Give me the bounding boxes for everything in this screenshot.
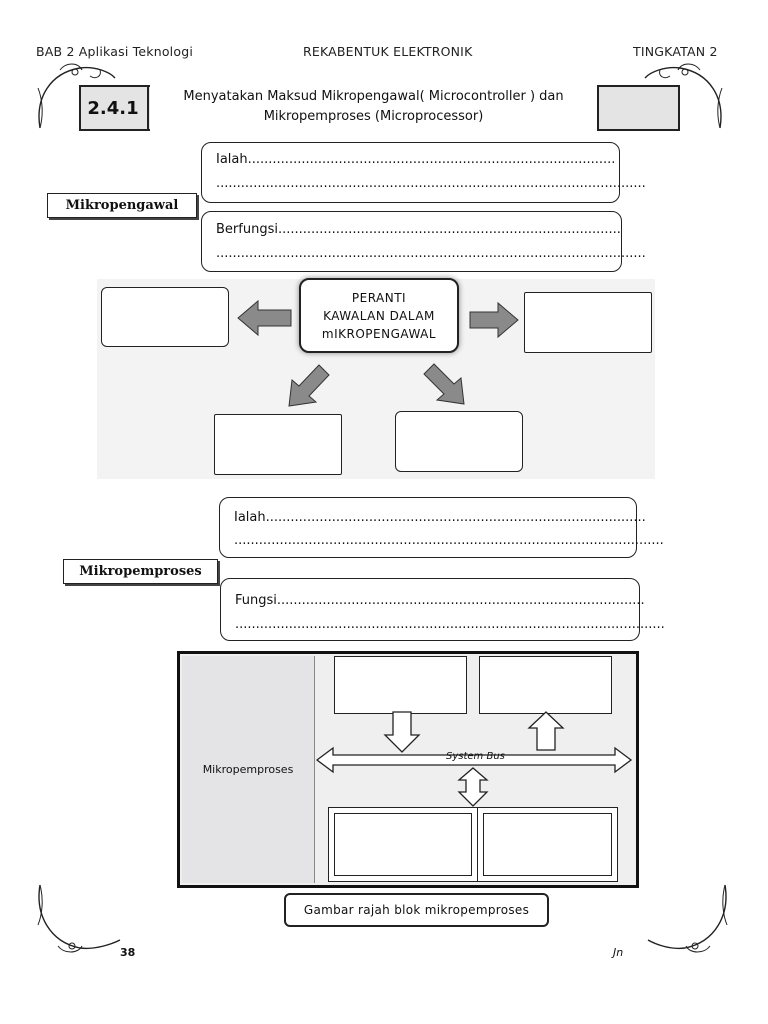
section-title-line1: Menyatakan Maksud Mikropengawal( Microco…: [183, 89, 564, 104]
header-topic: REKABENTUK ELEKTRONIK: [303, 44, 473, 59]
function-line-continued[interactable]: ........................................…: [235, 617, 665, 632]
device-box-bottom-right[interactable]: [395, 411, 523, 472]
arrow-down-right-icon: [423, 363, 465, 405]
control-devices-center-box: PERANTI KAWALAN DALAM mIKROPENGAWAL: [299, 278, 459, 353]
definition-line[interactable]: Ialah...................................…: [234, 510, 646, 525]
ornament-top-right: [644, 63, 723, 129]
device-box-bottom-left[interactable]: [214, 414, 342, 475]
block-bottom-right[interactable]: [483, 813, 612, 876]
function-line-continued[interactable]: ........................................…: [216, 246, 646, 261]
mikropengawal-function-box: Berfungsi...............................…: [201, 211, 646, 272]
ornament-bottom-right: [647, 884, 728, 953]
figure-caption: Gambar rajah blok mikropemproses: [284, 893, 549, 927]
section-number: 2.4.1: [79, 85, 149, 131]
arrow-down-icon: [383, 711, 421, 753]
device-box-left[interactable]: [101, 287, 229, 347]
section-title-line2: Mikropemproses (Microprocessor): [263, 109, 484, 124]
block-top-left[interactable]: [334, 656, 467, 714]
section-title: Menyatakan Maksud Mikropengawal( Microco…: [150, 85, 599, 131]
ornament-top-left: [37, 63, 116, 129]
block-diagram-side-label: Mikropemproses: [182, 656, 315, 883]
header-subject: BAB 2 Aplikasi Teknologi: [36, 44, 194, 59]
definition-line-continued[interactable]: ........................................…: [216, 176, 646, 191]
system-bus-arrow-icon: [315, 746, 633, 774]
block-bottom-right-frame: [477, 807, 618, 882]
arrow-right-icon: [469, 301, 519, 339]
center-label-line3: mIKROPENGAWAL: [321, 326, 437, 341]
block-bottom-left[interactable]: [334, 813, 472, 876]
system-bus-diagram: [315, 711, 633, 807]
block-top-right[interactable]: [479, 656, 612, 714]
system-bus-label: System Bus: [446, 751, 505, 762]
ornament-bottom-left: [37, 884, 121, 953]
footer-mark: Jn: [613, 946, 624, 959]
center-label-line1: PERANTI: [351, 290, 407, 305]
center-label-line2: KAWALAN DALAM: [323, 308, 435, 323]
arrow-down-left-icon: [288, 364, 330, 407]
arrow-bidirectional-icon: [457, 767, 489, 807]
definition-line-continued[interactable]: ........................................…: [234, 533, 664, 548]
mikropemproses-definition-box: Ialah...................................…: [219, 497, 664, 558]
arrow-up-icon: [527, 711, 565, 751]
mikropengawal-label: Mikropengawal: [47, 193, 197, 218]
definition-line[interactable]: Ialah...................................…: [216, 152, 616, 167]
page-number: 38: [120, 946, 136, 959]
function-line[interactable]: Fungsi..................................…: [235, 593, 645, 608]
mikropemproses-function-box: Fungsi..................................…: [220, 578, 665, 641]
function-line[interactable]: Berfungsi...............................…: [216, 222, 621, 237]
device-box-right[interactable]: [524, 292, 652, 353]
arrow-left-icon: [237, 299, 292, 337]
mikropemproses-label: Mikropemproses: [63, 559, 218, 584]
header-level: TINGKATAN 2: [633, 44, 718, 59]
mikropengawal-definition-box: Ialah...................................…: [201, 142, 646, 203]
block-bottom-left-frame: [328, 807, 478, 882]
